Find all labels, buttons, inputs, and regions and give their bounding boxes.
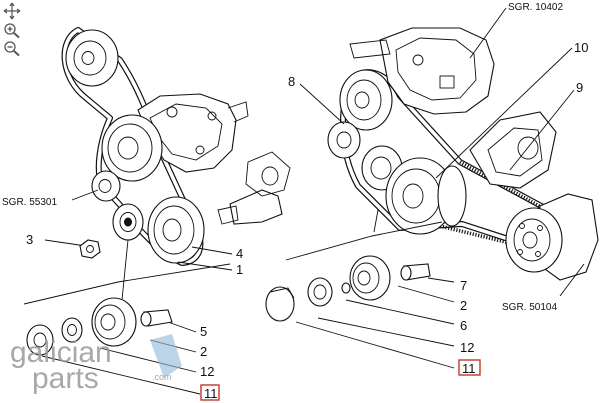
callout-2: 2 — [200, 344, 207, 359]
callout-8: 8 — [288, 74, 295, 89]
callout-1: 1 — [236, 262, 243, 277]
callout-6: 6 — [460, 318, 467, 333]
watermark-line-2: parts — [32, 362, 99, 395]
callout-11-right[interactable]: 11 — [462, 361, 476, 376]
left-exploded-parts — [26, 239, 173, 356]
ref-sgr-10402: SGR. 10402 — [508, 2, 563, 13]
right-callout-leaders — [285, 7, 585, 369]
right-belt-drive-drawing — [327, 27, 599, 281]
callout-7: 7 — [460, 278, 467, 293]
zoom-out-icon[interactable] — [2, 39, 22, 57]
watermark-line-1: galician — [10, 336, 112, 369]
callout-3: 3 — [26, 232, 33, 247]
move-icon[interactable] — [2, 2, 22, 20]
watermark-suffix: .com — [152, 372, 172, 382]
ref-sgr-50104: SGR. 50104 — [502, 302, 557, 313]
watermark-accent-shape — [150, 334, 182, 378]
zoom-in-icon[interactable] — [2, 21, 22, 39]
callout-10: 10 — [574, 40, 588, 55]
callout-11[interactable]: 11 — [204, 386, 218, 401]
watermark-logo: galician parts .com — [10, 334, 182, 395]
right-labels: SGR. 10402 10 8 9 7 SGR. 50104 2 6 12 11 — [288, 2, 588, 376]
callout-9: 9 — [576, 80, 583, 95]
callout-2-right: 2 — [460, 298, 467, 313]
highlight-box-right-11 — [458, 359, 481, 376]
callout-12: 12 — [200, 364, 214, 379]
right-exploded-parts — [265, 255, 431, 322]
ref-sgr-55301: SGR. 55301 — [2, 197, 57, 208]
callout-5: 5 — [200, 324, 207, 339]
callout-4: 4 — [236, 246, 243, 261]
left-belt-drive-drawing — [61, 27, 291, 266]
viewer-toolbar — [2, 2, 24, 58]
callout-12-right: 12 — [460, 340, 474, 355]
highlight-box-left-11 — [200, 384, 220, 401]
left-labels: SGR. 55301 3 4 1 5 2 12 11 — [2, 197, 243, 401]
